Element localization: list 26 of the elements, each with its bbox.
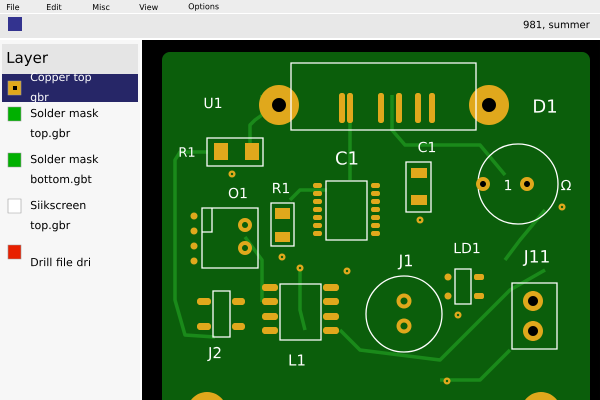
- layer-row: Drill file dri: [31, 258, 90, 266]
- menu-item: File: [6, 4, 20, 10]
- menu-item: Misc: [92, 4, 110, 10]
- component-label: Ω: [561, 180, 571, 190]
- menu-item: Options: [188, 3, 219, 11]
- component-label: U1: [204, 98, 222, 108]
- component-label: LD1: [454, 242, 480, 254]
- component-label: R1: [180, 147, 194, 157]
- component-label: O1: [228, 188, 247, 198]
- layer-row: Solder mask top.gbr: [30, 108, 98, 140]
- component-label: J1: [398, 254, 412, 270]
- component-label: C1: [418, 142, 436, 152]
- layer-row: Solder mask bottom.gbt: [30, 154, 98, 186]
- status-text: 981, summer: [524, 20, 590, 30]
- component-label: C1: [336, 151, 358, 165]
- component-label: J2: [207, 346, 220, 362]
- menu-item: View: [139, 4, 158, 10]
- component-label: 1: [505, 180, 512, 190]
- component-label: L1: [290, 354, 305, 366]
- component-label: R1: [273, 182, 290, 194]
- component-label: J11: [522, 250, 549, 266]
- menu-item: Edit: [46, 4, 62, 10]
- component-label: D1: [534, 99, 556, 113]
- layer-row: Copper top gbr: [2, 72, 138, 104]
- layer-row: Siikscreen top.gbr: [30, 200, 86, 232]
- panel-heading: Layer: [8, 52, 48, 66]
